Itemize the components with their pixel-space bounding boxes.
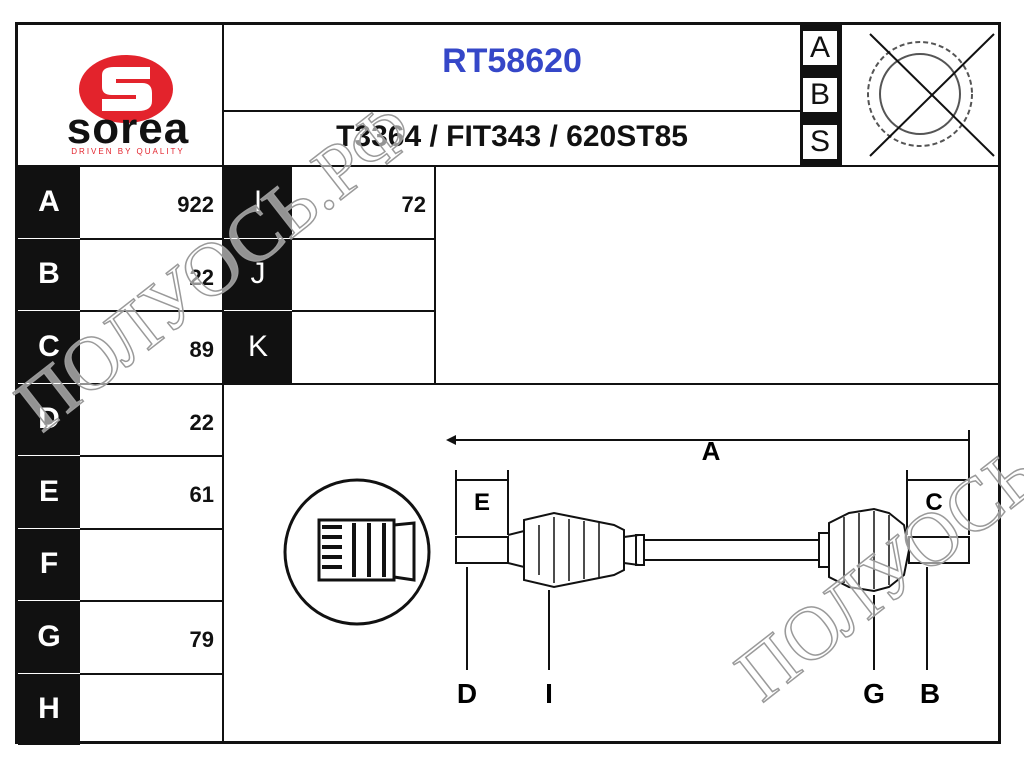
sorea-logo-mark (79, 55, 173, 123)
spec-label-j: J (224, 238, 292, 310)
brand-tagline: DRIVEN BY QUALITY (71, 147, 185, 156)
dim-label-e: E (474, 489, 490, 516)
abs-letter-b: B (803, 77, 837, 112)
spec-value-e: 61 (189, 482, 214, 507)
part-number: RT58620 (442, 42, 582, 80)
brand-name: sorea (66, 104, 190, 153)
spec-label-e: E (18, 456, 80, 528)
abs-label-block: A B S (800, 24, 840, 166)
driveshaft-drawing: A E C D I G B (283, 430, 970, 709)
dim-label-c: C (925, 489, 942, 516)
spec-value-d: 22 (189, 409, 214, 435)
spec-label-h: H (18, 673, 80, 745)
spec-label-d: D (18, 383, 80, 455)
spec-value-g: 79 (189, 627, 214, 652)
abs-letter-s: S (803, 125, 837, 160)
spec-label-a: A (18, 166, 80, 238)
sorea-logo: sorea DRIVEN BY QUALITY (18, 25, 223, 165)
spec-label-b: B (18, 238, 80, 310)
abs-ring-crossed-icon (867, 33, 995, 157)
spec-label-k: K (224, 311, 292, 383)
logo-s-glyph (102, 67, 152, 111)
cross-references: T3364 / FIT343 / 620ST85 (336, 120, 688, 153)
spline-detail-circle (283, 478, 431, 626)
spec-label-i: I (224, 166, 292, 238)
dim-label-g: G (863, 678, 885, 709)
abs-letter-a: A (803, 30, 837, 65)
spec-value-b: 22 (189, 264, 214, 290)
spec-label-c: C (18, 311, 80, 383)
spec-label-g: G (18, 601, 80, 673)
dim-label-a: A (702, 436, 721, 466)
dim-label-d: D (457, 678, 477, 709)
dim-label-b: B (920, 678, 940, 709)
spec-value-c: 89 (189, 337, 214, 362)
dim-label-i: I (545, 678, 553, 709)
spec-label-f: F (18, 528, 80, 600)
spec-value-i: 72 (401, 192, 426, 217)
spec-value-a: 922 (177, 192, 214, 217)
